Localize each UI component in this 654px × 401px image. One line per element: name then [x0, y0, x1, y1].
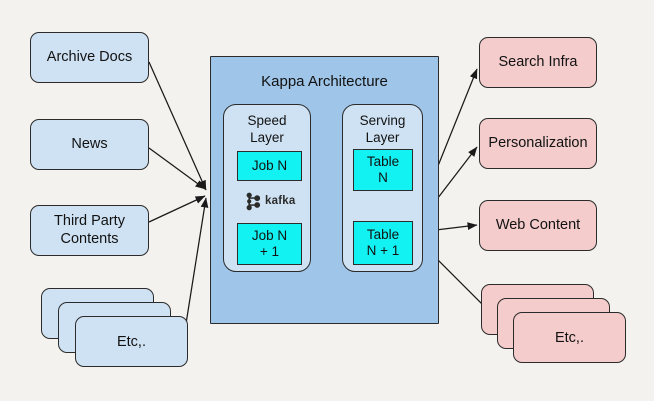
table-n-box[interactable]: Table N [353, 149, 413, 191]
kafka-glyph-icon [246, 192, 261, 210]
sink-label: Web Content [495, 216, 581, 233]
sink-node-search-infra[interactable]: Search Infra [479, 37, 597, 88]
kappa-architecture-container[interactable]: Kappa Architecture Speed Layer Job N [210, 56, 439, 324]
serving-layer-title: Serving Layer [359, 113, 406, 145]
kappa-architecture-title: Kappa Architecture [261, 73, 388, 90]
serving-layer-panel[interactable]: Serving Layer Table N Table N + 1 [342, 104, 423, 272]
table-n-plus-1-box[interactable]: Table N + 1 [353, 221, 413, 265]
table-n-plus-1-label: Table N + 1 [366, 226, 400, 258]
stack-card-front[interactable]: Etc,. [513, 312, 626, 363]
edge-news-to-kappa [148, 147, 206, 190]
source-node-third-party-contents[interactable]: Third Party Contents [30, 205, 149, 256]
edge-archive-docs-to-kappa [148, 61, 207, 191]
job-n-box[interactable]: Job N [237, 151, 302, 181]
source-label: Etc,. [116, 333, 146, 350]
sink-node-etc-stack[interactable]: Etc,. [481, 284, 631, 364]
stack-card-front[interactable]: Etc,. [75, 316, 188, 367]
sink-label: Etc,. [554, 329, 584, 346]
speed-layer-panel[interactable]: Speed Layer Job N [223, 104, 311, 272]
sink-node-web-content[interactable]: Web Content [479, 200, 597, 251]
sink-node-personalization[interactable]: Personalization [479, 118, 597, 169]
edge-third-party-to-kappa [148, 195, 206, 223]
source-label: Third Party Contents [54, 212, 125, 247]
speed-layer-title: Speed Layer [247, 113, 287, 145]
source-node-news[interactable]: News [30, 119, 149, 170]
kafka-wordmark: kafka [265, 195, 296, 207]
job-n-plus-1-box[interactable]: Job N + 1 [237, 223, 302, 265]
kafka-logo: kafka [245, 191, 305, 211]
sink-label: Search Infra [498, 53, 578, 70]
source-label: News [71, 135, 108, 152]
source-label: Archive Docs [46, 48, 133, 65]
job-n-plus-1-label: Job N + 1 [251, 227, 288, 259]
table-n-label: Table N [366, 153, 400, 185]
sink-label: Personalization [488, 134, 588, 151]
source-node-etc-stack[interactable]: Etc,. [41, 288, 191, 368]
source-node-archive-docs[interactable]: Archive Docs [30, 32, 149, 83]
job-n-label: Job N [251, 157, 288, 173]
